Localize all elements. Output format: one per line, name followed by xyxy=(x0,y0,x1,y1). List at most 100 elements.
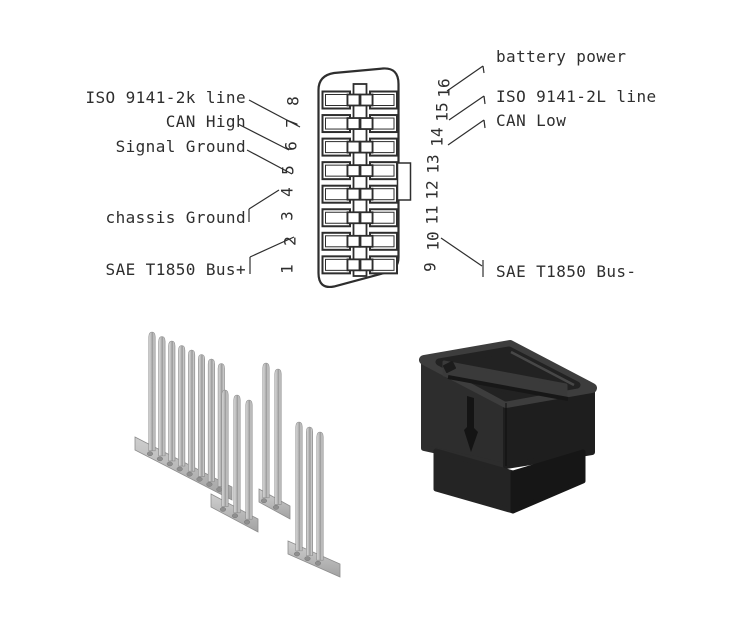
label-battery-power: battery power xyxy=(496,47,626,66)
pin-number-right: 11 xyxy=(423,205,442,224)
label-iso-9141-2k-line: ISO 9141-2k line xyxy=(85,88,246,107)
carrier-strip-hole xyxy=(219,507,227,512)
carrier-strip-hole xyxy=(231,513,239,519)
carrier-strip-hole xyxy=(314,560,322,566)
carrier-strip-hole xyxy=(243,519,251,525)
obd-housing-photo xyxy=(419,340,597,514)
terminal-pin xyxy=(295,421,303,552)
pin-contact-left xyxy=(346,258,361,272)
terminal-pin xyxy=(148,331,156,452)
carrier-strip-hole xyxy=(146,451,154,457)
carrier-strip-hole xyxy=(260,498,268,504)
leader-iso-9141-2l xyxy=(448,95,485,121)
pin-number-left: 4 xyxy=(278,187,297,197)
pin-contact-left xyxy=(346,234,361,248)
pin-contact-left xyxy=(346,187,361,201)
terminal-pins-photo xyxy=(134,331,341,578)
signal-labels: ISO 9141-2k line CAN High Signal Ground … xyxy=(85,47,656,281)
carrier-strip-hole xyxy=(156,456,163,462)
leader-iso-9141-2l-tick xyxy=(483,95,486,105)
label-can-high: CAN High xyxy=(166,112,246,131)
pin-contact-left xyxy=(346,140,361,154)
pin-contact-left xyxy=(346,164,361,178)
housing-rim-notch xyxy=(443,361,456,373)
pin-number-right: 13 xyxy=(424,154,443,173)
pin-contact-right xyxy=(359,234,374,248)
pin-contact-left xyxy=(346,93,361,107)
carrier-strip-hole xyxy=(206,482,213,487)
label-can-low: CAN Low xyxy=(496,111,566,130)
carrier-strip-hole xyxy=(166,461,173,467)
label-signal-ground: Signal Ground xyxy=(116,137,246,156)
pin-number-left: 6 xyxy=(282,141,301,151)
carrier-strip-hole xyxy=(186,471,193,477)
carrier-strip-hole xyxy=(272,504,280,510)
leader-can-low xyxy=(447,119,485,146)
connector-center-rib xyxy=(352,83,368,277)
terminal-pin xyxy=(262,362,270,499)
pin-contact-left xyxy=(346,117,361,130)
pin-contact-left xyxy=(346,211,361,225)
pin-number-right: 10 xyxy=(424,231,443,250)
pin-number-right: 9 xyxy=(421,262,440,272)
housing-inner-wall-highlight xyxy=(510,350,575,387)
label-sae-t1850-bus-plus: SAE T1850 Bus+ xyxy=(106,260,246,279)
carrier-strip-hole xyxy=(216,487,223,492)
leader-battery-power-tick xyxy=(482,65,485,74)
pin-number-left: 5 xyxy=(279,165,298,175)
pin-contact-right xyxy=(359,93,374,107)
terminal-pin xyxy=(245,399,253,520)
pin-comb xyxy=(287,421,341,578)
pin-number-right: 15 xyxy=(433,102,452,121)
terminal-pin xyxy=(274,368,282,505)
carrier-strip-hole xyxy=(304,556,311,561)
terminal-pin xyxy=(198,354,205,477)
terminal-pin xyxy=(306,426,313,556)
carrier-strip-hole xyxy=(293,551,301,557)
pin-contact-right xyxy=(359,117,374,130)
label-chassis-ground: chassis Ground xyxy=(106,208,246,227)
pin-cavities xyxy=(321,90,398,275)
terminal-pin xyxy=(233,394,241,514)
connector-latch-tab xyxy=(396,162,412,201)
pin-number-left: 1 xyxy=(278,264,297,274)
pin-contact-right xyxy=(359,258,374,272)
terminal-pin xyxy=(221,389,229,507)
housing-keying-slot xyxy=(464,396,478,452)
terminal-pin xyxy=(207,358,215,482)
leader-iso-9141-2k xyxy=(248,99,301,128)
leader-battery-power xyxy=(446,65,484,92)
housing-inner-rib-shadow xyxy=(447,375,569,401)
pin-comb xyxy=(134,331,233,501)
pin-number-right: 16 xyxy=(435,78,454,97)
carrier-strip-hole xyxy=(176,466,183,472)
terminal-pin xyxy=(168,340,176,462)
carrier-strip-hole xyxy=(196,476,203,482)
pin-comb xyxy=(210,389,259,533)
pin-contact-right xyxy=(359,164,374,178)
label-iso-9141-2l-line: ISO 9141-2L line xyxy=(496,87,657,106)
pin-numbers-right: 16 15 14 13 12 11 10 9 xyxy=(421,78,454,271)
leader-chassis-ground xyxy=(248,189,280,210)
pin-number-left: 3 xyxy=(278,211,297,221)
pin-contact-right xyxy=(359,187,374,201)
label-sae-t1850-bus-minus: SAE T1850 Bus- xyxy=(496,262,636,281)
pin-comb xyxy=(258,362,291,520)
leader-can-high xyxy=(237,123,290,151)
connector-front-view-drawing xyxy=(317,67,412,289)
terminal-pin xyxy=(188,349,196,472)
pin-number-right: 14 xyxy=(428,127,447,146)
housing-base-right-face xyxy=(510,449,586,514)
leader-sae-bus-plus xyxy=(249,236,295,258)
terminal-pin xyxy=(158,336,166,457)
pin-number-left: 8 xyxy=(284,96,303,106)
pin-contact-right xyxy=(359,140,374,154)
leader-lines xyxy=(237,65,486,277)
pin-number-left: 2 xyxy=(281,236,300,246)
pin-number-right: 12 xyxy=(423,180,442,199)
leader-sae-bus-minus xyxy=(440,237,483,267)
terminal-pin xyxy=(178,345,186,467)
